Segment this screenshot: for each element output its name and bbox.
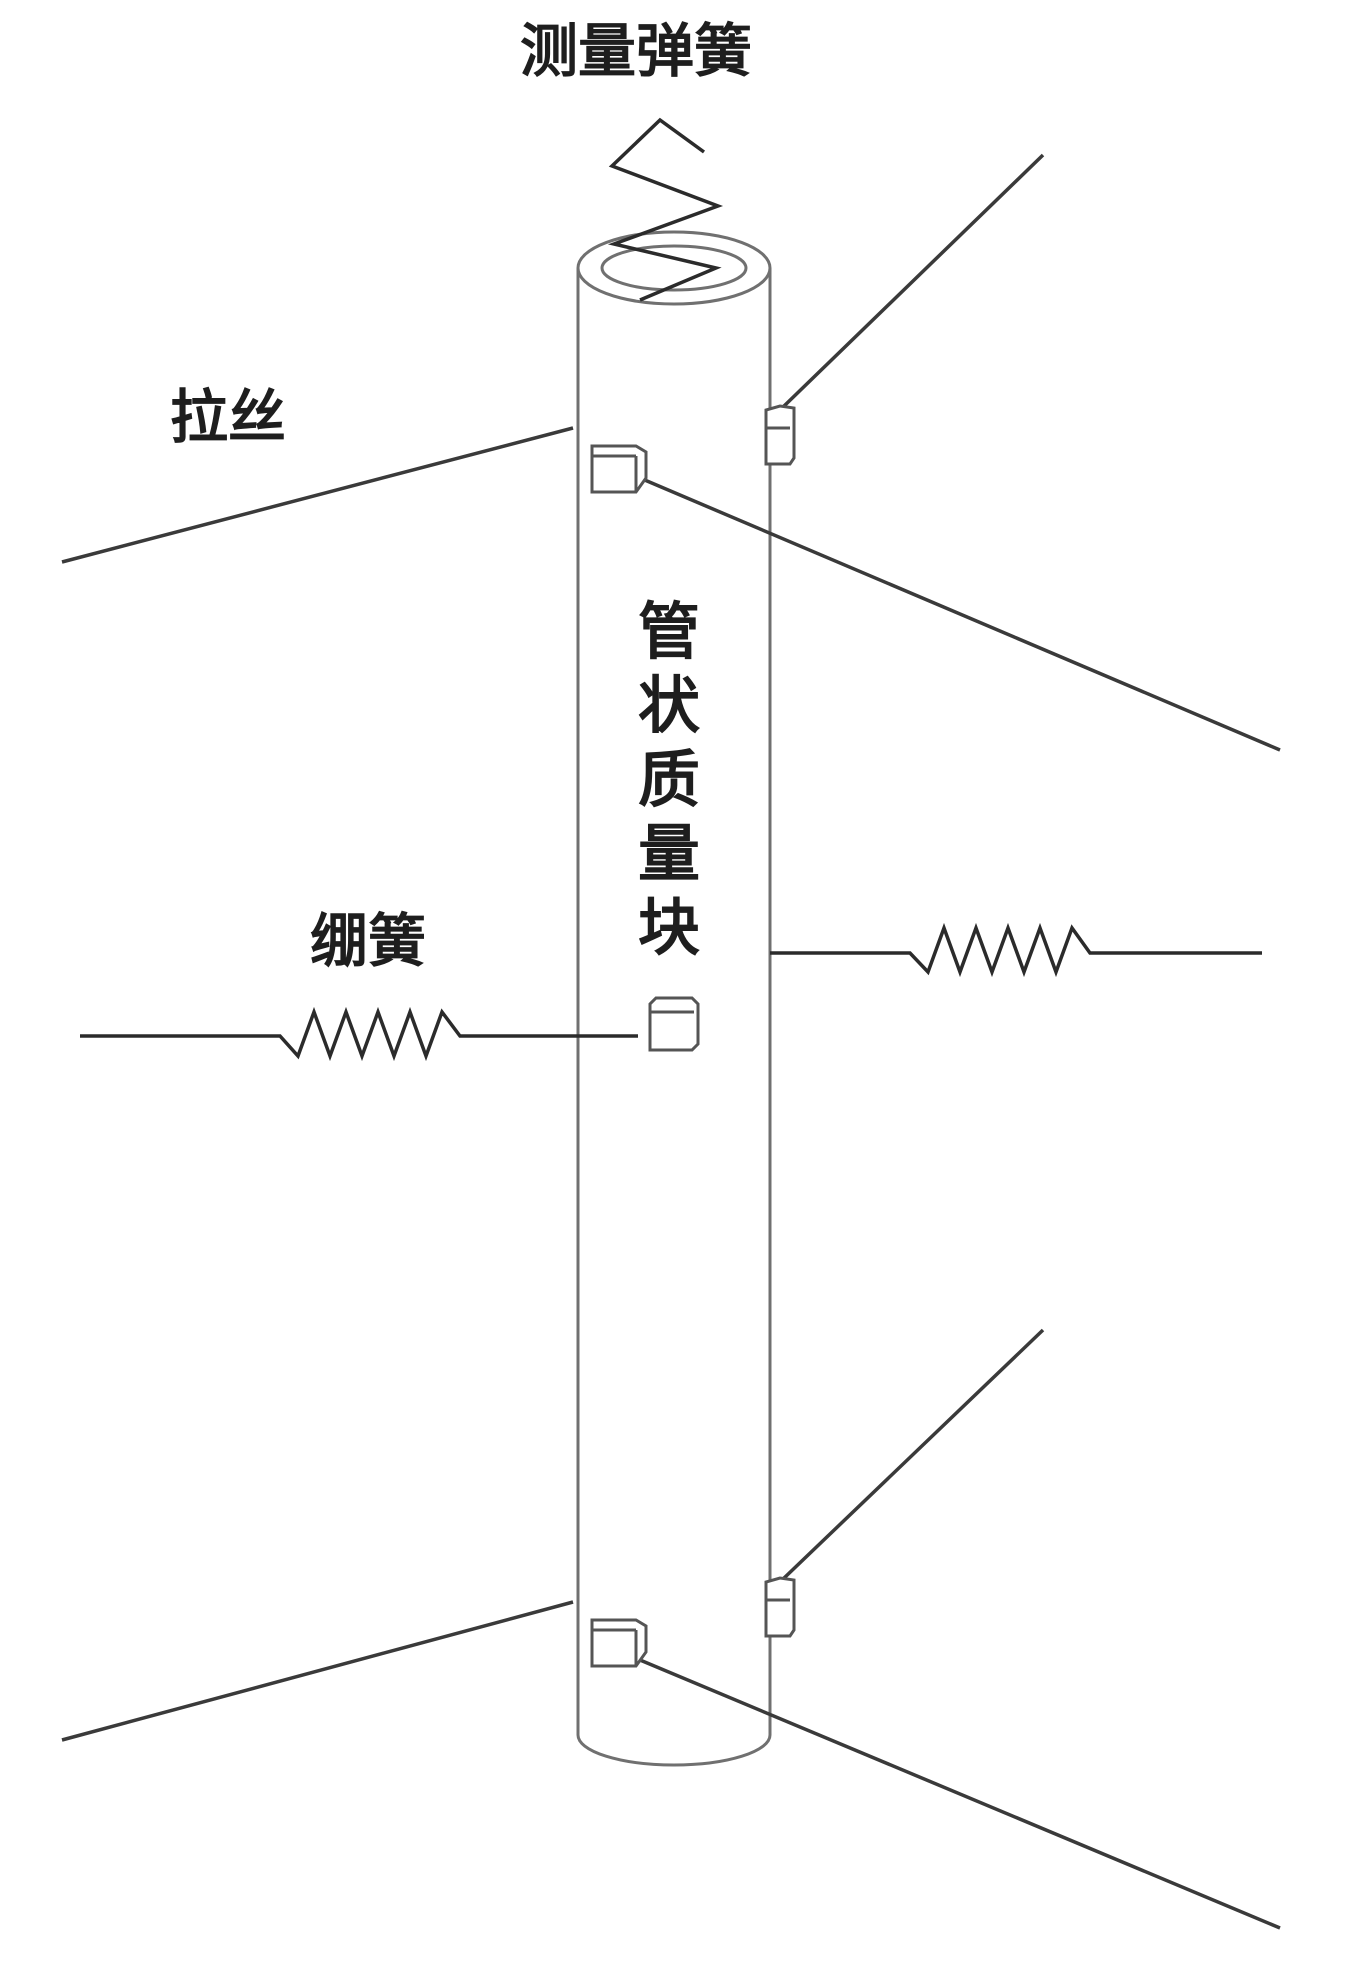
tension-spring-right <box>770 922 1262 978</box>
tension-spring-label: 绷簧 <box>310 907 427 975</box>
tension-springs <box>80 922 1262 1062</box>
wire-lower-right-rising <box>780 1328 1045 1582</box>
pull-wires <box>61 153 1281 1930</box>
measure-spring-label: 测量弹簧 <box>520 17 753 85</box>
block-upper-left <box>590 444 648 494</box>
tube-top-outer-rim <box>576 230 772 306</box>
wire-lower-left <box>61 1600 574 1742</box>
tube-top-inner-rim <box>600 244 748 292</box>
wire-upper-left <box>61 426 574 564</box>
pull-wire-label: 拉丝 <box>170 383 287 451</box>
block-lower-left <box>590 1618 648 1668</box>
tubular-mass-label: 管状质量块 <box>637 595 700 964</box>
wire-lower-right-falling <box>639 1658 1281 1930</box>
tubular-mass <box>576 230 772 1767</box>
block-lower-right <box>764 1576 796 1638</box>
tension-spring-left <box>80 1006 638 1062</box>
wire-upper-right-rising <box>780 153 1045 410</box>
attachment-blocks <box>590 404 796 1668</box>
block-upper-right <box>764 404 796 466</box>
block-middle <box>648 996 700 1052</box>
measure-spring <box>607 117 724 302</box>
wire-upper-right-falling <box>639 476 1281 752</box>
tube-bottom-curve <box>576 1734 772 1767</box>
